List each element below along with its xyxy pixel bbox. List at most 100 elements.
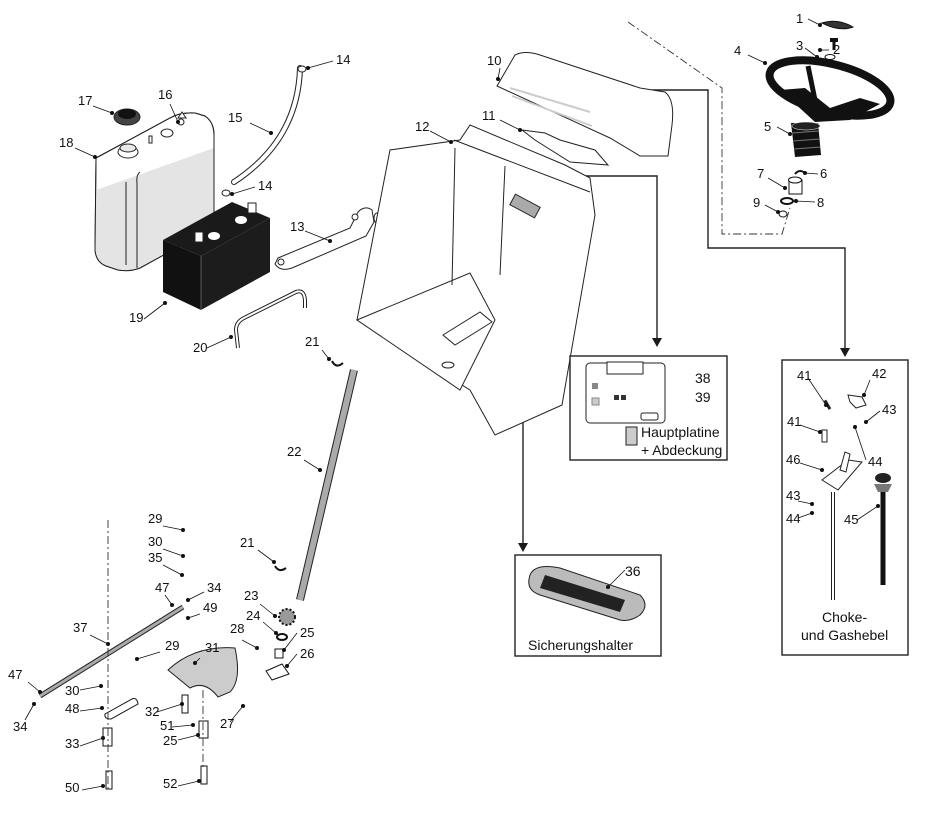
- leader-line: [286, 653, 298, 667]
- part-number-label: 18: [59, 135, 73, 150]
- leader-dot: [862, 393, 866, 397]
- part-number-label: 41: [797, 368, 811, 383]
- leader-line: [177, 734, 199, 741]
- callout-part-12: 12: [415, 119, 453, 144]
- callout-part-34: 34: [186, 580, 221, 602]
- callout-part-32: 32: [145, 702, 184, 719]
- callout-part-5: 5: [764, 119, 792, 136]
- part-number-label: 19: [129, 310, 143, 325]
- leader-line: [863, 379, 871, 396]
- callout-part-25: 25: [282, 625, 314, 652]
- leader-dot: [810, 511, 814, 515]
- callout-part-29: 29: [135, 638, 179, 661]
- callout-part-19: 19: [129, 301, 167, 325]
- part-number-label: 21: [240, 535, 254, 550]
- link-plate-48: [104, 698, 139, 720]
- leader-line: [799, 424, 821, 433]
- callout-part-52: 52: [163, 776, 201, 791]
- part-number-label: 25: [300, 625, 314, 640]
- leader-line: [162, 564, 183, 576]
- leader-line: [162, 548, 184, 557]
- bushing-9: [778, 210, 788, 218]
- callout-part-1: 1: [796, 11, 822, 27]
- callout-part-4: 4: [734, 43, 767, 65]
- part-number-label: 27: [220, 716, 234, 731]
- leader-dot: [282, 648, 286, 652]
- leader-line: [171, 724, 194, 728]
- leader-dot: [38, 690, 42, 694]
- part-number-label: 17: [78, 93, 92, 108]
- leader-line: [804, 47, 818, 58]
- washer-24: [276, 633, 288, 641]
- part-number-39: 39: [695, 389, 711, 405]
- leader-line: [429, 130, 452, 143]
- part-number-label: 41: [787, 414, 801, 429]
- part-number-label: 44: [786, 511, 800, 526]
- dashboard-housing: [355, 124, 596, 436]
- callout-part-35: 35: [148, 550, 184, 577]
- leader-dot: [824, 403, 828, 407]
- steering-sector: [167, 647, 239, 698]
- leader-line: [262, 621, 277, 634]
- leader-dot: [273, 614, 277, 618]
- part-number-label: 51: [160, 718, 174, 733]
- fuse-holder-graphic: [528, 566, 646, 621]
- leader-line: [229, 705, 244, 723]
- callout-part-44: 44: [853, 425, 882, 469]
- choke-caption-line1: Choke-: [822, 609, 867, 625]
- leader-line: [257, 549, 275, 563]
- leader-dot: [518, 128, 522, 132]
- leader-line: [143, 302, 166, 320]
- leader-line: [231, 186, 256, 195]
- leader-line: [797, 500, 813, 505]
- part-number-label: 26: [300, 646, 314, 661]
- callout-part-51: 51: [160, 718, 195, 733]
- leader-dot: [818, 23, 822, 27]
- part-number-label: 34: [13, 719, 27, 734]
- circlip-21-bottom: [274, 565, 287, 572]
- bolt-50: [105, 770, 113, 790]
- part-number-label: 52: [163, 776, 177, 791]
- leader-line: [79, 737, 104, 747]
- part-number-label: 14: [336, 52, 350, 67]
- leader-dot: [788, 132, 792, 136]
- leader-line: [807, 18, 821, 26]
- leader-dot: [197, 779, 201, 783]
- hose-clamp-top: [297, 65, 307, 73]
- leader-line: [259, 603, 276, 617]
- leader-line: [283, 632, 298, 651]
- arrow-to-mainboard-box: [652, 338, 662, 347]
- part-number-label: 5: [764, 119, 771, 134]
- callout-part-18: 18: [59, 135, 97, 159]
- part-number-label: 1: [796, 11, 803, 26]
- leader-line: [187, 591, 205, 601]
- part-number-label: 46: [786, 452, 800, 467]
- leader-line: [303, 459, 321, 471]
- callout-part-14: 14: [230, 178, 272, 196]
- part-number-label: 20: [193, 340, 207, 355]
- leader-dot: [496, 77, 500, 81]
- part-number-label: 31: [205, 640, 219, 655]
- leader-dot: [193, 661, 197, 665]
- bushing-7: [788, 176, 803, 195]
- battery-strap: [233, 289, 307, 349]
- leader-dot: [285, 664, 289, 668]
- leader-dot: [93, 155, 97, 159]
- callout-part-7: 7: [757, 166, 787, 190]
- leader-dot: [449, 140, 453, 144]
- callout-part-50: 50: [65, 780, 105, 795]
- part-number-label: 21: [305, 334, 319, 349]
- leader-dot: [186, 616, 190, 620]
- vent-valve: [177, 111, 187, 126]
- part-number-label: 8: [817, 195, 824, 210]
- hose-clamp-bottom: [221, 189, 231, 197]
- leader-line: [162, 525, 184, 531]
- leader-line: [136, 651, 161, 660]
- callout-part-41: 41: [797, 368, 828, 407]
- callout-part-2: 2: [818, 42, 840, 57]
- mainboard-caption-line1: Hauptplatine: [641, 424, 720, 440]
- part-number-label: 29: [148, 511, 162, 526]
- leader-dot: [101, 784, 105, 788]
- part-number-label: 43: [882, 402, 896, 417]
- leader-line: [27, 681, 41, 693]
